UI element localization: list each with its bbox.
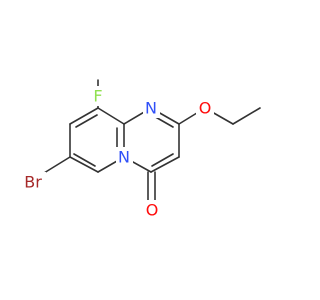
bond-c8-c9-double xyxy=(75,114,98,128)
label-bg xyxy=(196,98,214,118)
molecule-structure: F N N O O Br xyxy=(20,79,261,220)
bond-c3-c4-double xyxy=(151,153,174,167)
nitrogen-1-label: N xyxy=(145,99,157,118)
bond-c3-c4 xyxy=(150,156,180,173)
label-bg xyxy=(90,86,107,106)
bond-c6-c7-double xyxy=(73,153,96,167)
label-bg xyxy=(116,147,133,167)
oxygen-carbonyl-label: O xyxy=(146,201,159,220)
atom-labels: F N N O O Br xyxy=(20,86,214,220)
atom-oxygen-ether: O xyxy=(196,98,214,118)
atom-bromine: Br xyxy=(20,172,46,192)
bond-c8-c9 xyxy=(69,107,99,125)
atom-nitrogen-1: N xyxy=(143,98,160,118)
nitrogen-4-label: N xyxy=(118,148,130,167)
oxygen-ether-label: O xyxy=(199,99,212,118)
label-bg xyxy=(143,200,161,220)
bond-ch2-ch3 xyxy=(232,107,261,125)
bond-c7-br xyxy=(43,156,71,174)
fluorine-label: F xyxy=(93,87,102,106)
atom-oxygen-carbonyl: O xyxy=(143,200,161,220)
bromine-label: Br xyxy=(24,173,42,192)
bond-c6-c7 xyxy=(69,156,99,173)
label-bg xyxy=(20,172,46,192)
bond-c9-c9a xyxy=(97,107,125,125)
label-bg xyxy=(143,98,160,118)
atom-fluorine: F xyxy=(90,86,107,106)
atom-nitrogen-4: N xyxy=(116,147,133,167)
